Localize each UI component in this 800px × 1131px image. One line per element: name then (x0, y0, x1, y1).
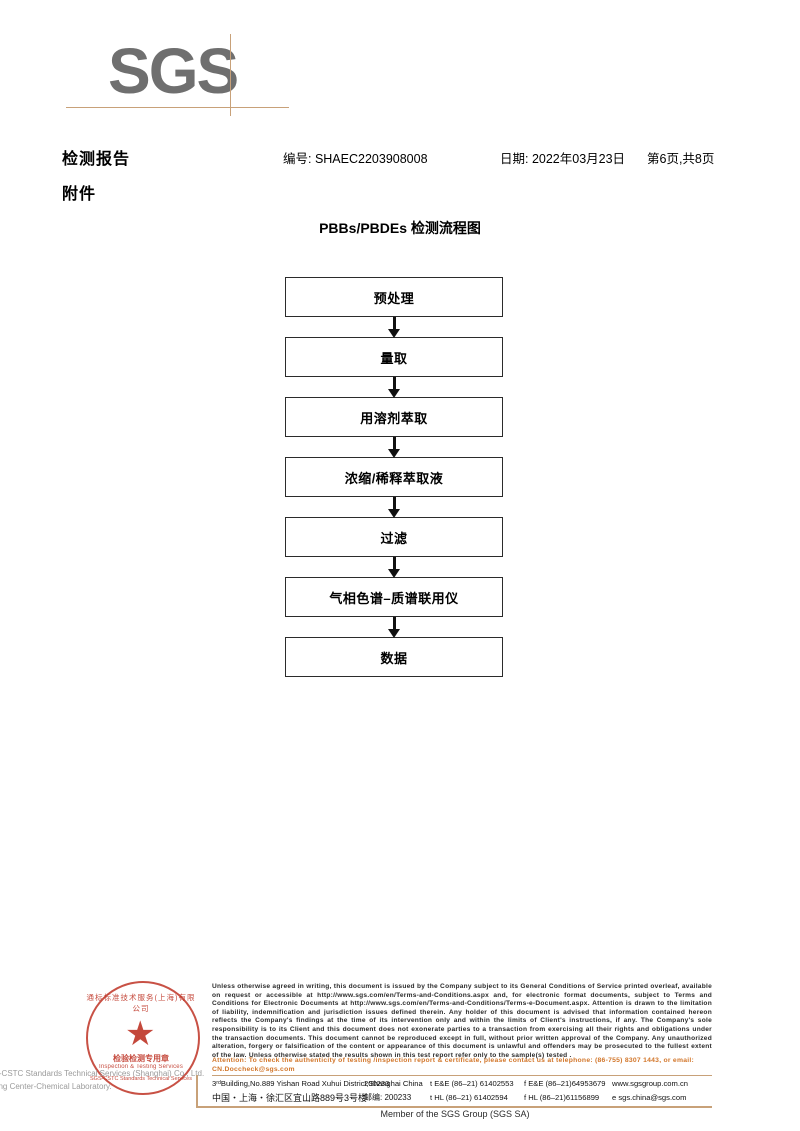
seal-company-en: SGS-CSTC Standards Technical Services (90, 1076, 192, 1082)
member-note: Member of the SGS Group (SGS SA) (380, 1109, 530, 1119)
seal-purpose-cn: 检验检测专用章 (113, 1054, 169, 1063)
address-website[interactable]: www.sgsgroup.com.cn (612, 1079, 688, 1088)
flow-arrow-down-icon (285, 437, 503, 458)
flow-arrow-down-icon (285, 497, 503, 518)
flow-arrow-down-icon (285, 557, 503, 578)
page-counter: 第6页,共8页 (647, 152, 715, 166)
logo-wordmark: SGS (108, 35, 239, 107)
logo-horizontal-rule (66, 107, 289, 108)
address-row-en: 3ʳᵈBuilding,No.889 Yishan Road Xuhui Dis… (212, 1077, 722, 1091)
flow-step: 数据 (285, 637, 503, 677)
flow-step: 量取 (285, 337, 503, 377)
address-postcode-cn: 邮编: 200233 (364, 1093, 412, 1102)
address-street-en: 3ʳᵈBuilding,No.889 Yishan Road Xuhui Dis… (212, 1079, 423, 1088)
seal-company-name: 通标标准技术服务(上海)有限公司 (86, 993, 196, 1013)
address-divider-left (196, 1075, 198, 1107)
seal-purpose-en: Inspection & Testing Services (98, 1064, 184, 1070)
seal-ring (86, 981, 200, 1095)
flow-step: 过滤 (285, 517, 503, 557)
address-tel-en: t E&E (86–21) 61402553 (430, 1079, 514, 1088)
address-row-cn: 中国・上海・徐汇区宜山路889号3号楼 邮编: 200233 t HL (86–… (212, 1091, 722, 1105)
sgs-logo: SGS (66, 34, 289, 120)
flow-arrow-down-icon (285, 317, 503, 338)
address-divider-top (212, 1075, 712, 1076)
flow-step: 预处理 (285, 277, 503, 317)
logo-vertical-rule (230, 34, 231, 116)
document-footer: 通标标准技术服务(上海)有限公司 ★ 检验检测专用章 Inspection & … (0, 975, 800, 1131)
star-icon: ★ (125, 1015, 156, 1053)
address-fax-cn: f HL (86–21)61156899 (524, 1093, 600, 1102)
address-tel-cn: t HL (86–21) 61402594 (430, 1093, 508, 1102)
lab-name-line1: SGS-CSTC Standards Technical Services (S… (0, 1069, 205, 1078)
address-postcode-en: 200233 (364, 1079, 390, 1088)
flow-arrow-down-icon (285, 377, 503, 398)
flow-step: 浓缩/稀释萃取液 (285, 457, 503, 497)
address-email[interactable]: e sgs.china@sgs.com (612, 1093, 687, 1102)
flowchart-title: PBBs/PBDEs 检测流程图 (319, 220, 481, 236)
attention-notice: Attention: To check the authenticity of … (212, 1057, 695, 1073)
legal-disclaimer: Unless otherwise agreed in writing, this… (212, 983, 712, 1059)
flow-step: 用溶剂萃取 (285, 397, 503, 437)
report-number: 编号: SHAEC2203908008 (283, 152, 428, 166)
company-seal-stamp: 通标标准技术服务(上海)有限公司 ★ 检验检测专用章 Inspection & … (86, 981, 204, 1099)
attachment-label: 附件 (62, 186, 97, 203)
flowchart: 预处理 量取 用溶剂萃取 浓缩/稀释萃取液 过滤 气相色谱–质谱联用仪 数据 (285, 277, 503, 677)
flow-arrow-down-icon (285, 617, 503, 638)
page-title: 检测报告 (62, 151, 131, 168)
flow-step: 气相色谱–质谱联用仪 (285, 577, 503, 617)
address-block: 3ʳᵈBuilding,No.889 Yishan Road Xuhui Dis… (212, 1077, 722, 1105)
lab-name-line2: Testing Center-Chemical Laboratory. (0, 1082, 112, 1091)
address-fax-en: f E&E (86–21)64953679 (524, 1079, 606, 1088)
report-date: 日期: 2022年03月23日 (500, 152, 626, 166)
address-divider-bottom (196, 1106, 712, 1108)
document-header: 检测报告 编号: SHAEC2203908008 日期: 2022年03月23日… (0, 145, 800, 168)
address-street-cn: 中国・上海・徐汇区宜山路889号3号楼 (212, 1093, 368, 1103)
